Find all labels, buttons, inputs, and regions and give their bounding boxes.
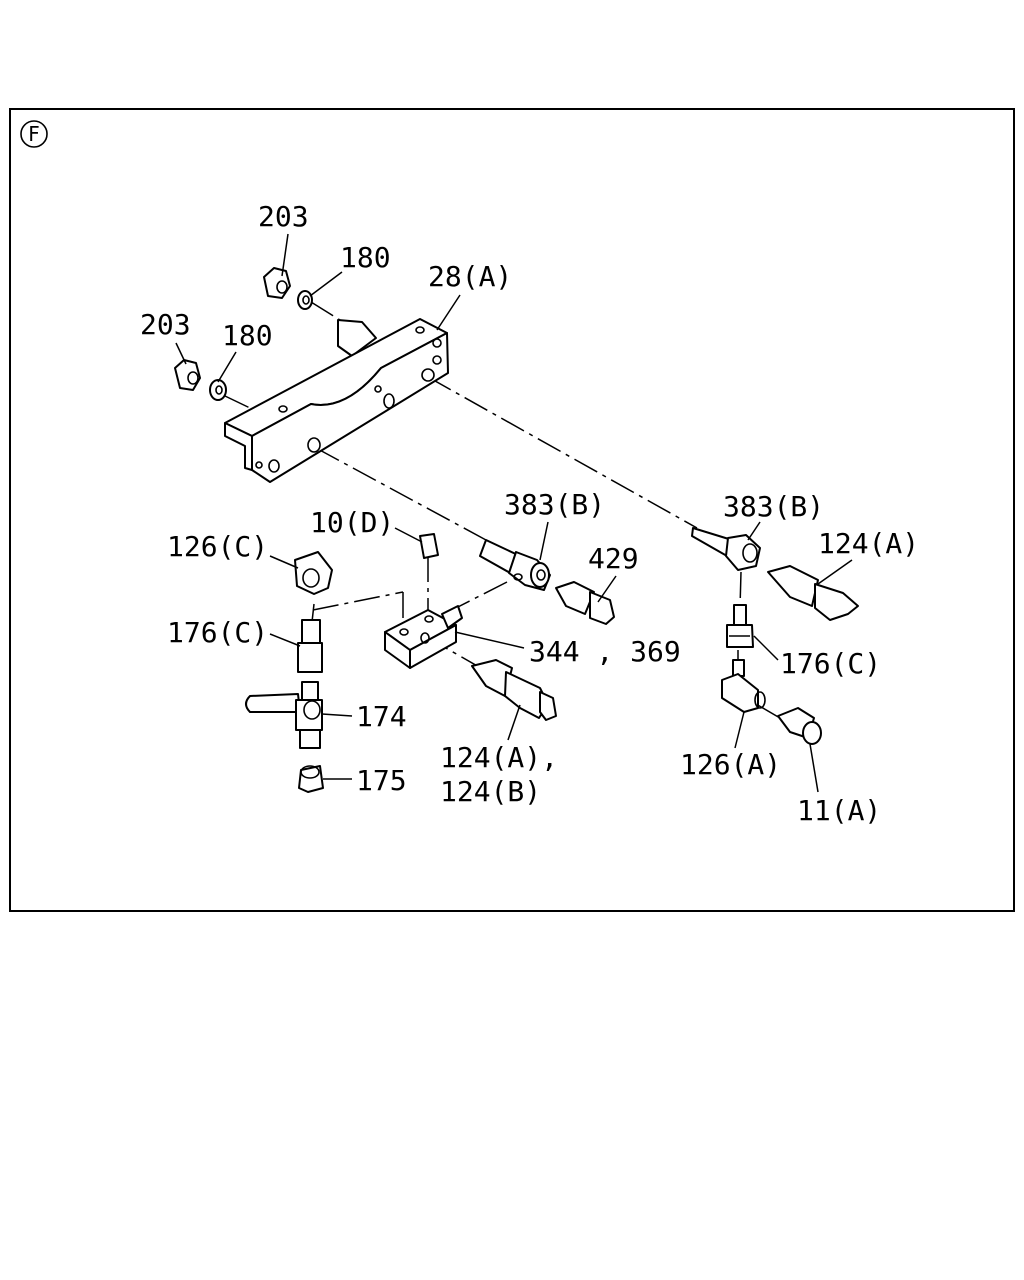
label-175: 175 xyxy=(356,764,407,797)
label-344-369: 344 , 369 xyxy=(529,635,681,668)
label-180-upper: 180 xyxy=(340,241,391,274)
connector-383b-middle xyxy=(479,539,551,591)
label-203-upper: 203 xyxy=(258,200,309,233)
label-383b-middle: 383(B) xyxy=(504,488,605,521)
fitting-176c-right xyxy=(726,604,754,648)
label-174: 174 xyxy=(356,700,407,733)
view-badge: F xyxy=(20,120,48,148)
label-28a: 28(A) xyxy=(428,260,512,293)
switch-124ab-lower xyxy=(471,659,557,721)
label-124ab-line1: 124(A), xyxy=(440,741,558,774)
bleeder-11a xyxy=(777,707,822,745)
washer-180-upper xyxy=(297,290,313,310)
label-124ab-line2: 124(B) xyxy=(440,775,541,808)
leader-lines xyxy=(175,233,853,793)
switch-124a-right xyxy=(767,565,859,621)
bracket-28a xyxy=(224,318,449,483)
bleeder-10d xyxy=(419,533,439,559)
connector-383b-right xyxy=(691,527,761,571)
fitting-176c-left xyxy=(297,619,323,673)
label-429: 429 xyxy=(588,542,639,575)
label-126c: 126(C) xyxy=(167,530,268,563)
label-383b-right: 383(B) xyxy=(723,490,824,523)
elbow-126c xyxy=(294,551,333,595)
label-176c-right: 176(C) xyxy=(780,647,881,680)
label-10d: 10(D) xyxy=(310,506,394,539)
label-11a: 11(A) xyxy=(797,794,881,827)
tee-174 xyxy=(245,681,323,749)
part-labels: 203 180 28(A) 203 180 383(B) 383(B) 124(… xyxy=(140,200,919,827)
washer-180-lower xyxy=(209,379,227,401)
cap-175 xyxy=(298,765,324,793)
elbow-126a xyxy=(721,659,766,713)
nut-203-upper xyxy=(263,267,291,299)
diagram-frame xyxy=(9,108,1015,912)
center-lines xyxy=(224,301,781,719)
block-344-369 xyxy=(384,605,463,669)
label-124a-right: 124(A) xyxy=(818,527,919,560)
label-126a: 126(A) xyxy=(680,748,781,781)
label-176c-left: 176(C) xyxy=(167,616,268,649)
label-180-lower: 180 xyxy=(222,319,273,352)
nut-203-lower xyxy=(174,359,201,391)
switch-429 xyxy=(555,581,615,625)
label-203-lower: 203 xyxy=(140,308,191,341)
view-badge-letter: F xyxy=(28,122,40,146)
